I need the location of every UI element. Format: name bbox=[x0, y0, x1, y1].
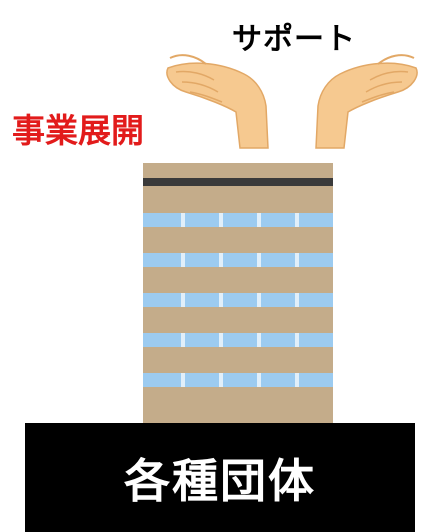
business-development-label: 事業展開 bbox=[12, 111, 144, 150]
organizations-box: 各種団体 bbox=[25, 423, 415, 532]
open-hands-icon bbox=[166, 54, 418, 149]
organizations-label: 各種団体 bbox=[124, 453, 316, 508]
office-building-icon bbox=[143, 163, 333, 425]
support-label: サポート bbox=[232, 22, 356, 57]
